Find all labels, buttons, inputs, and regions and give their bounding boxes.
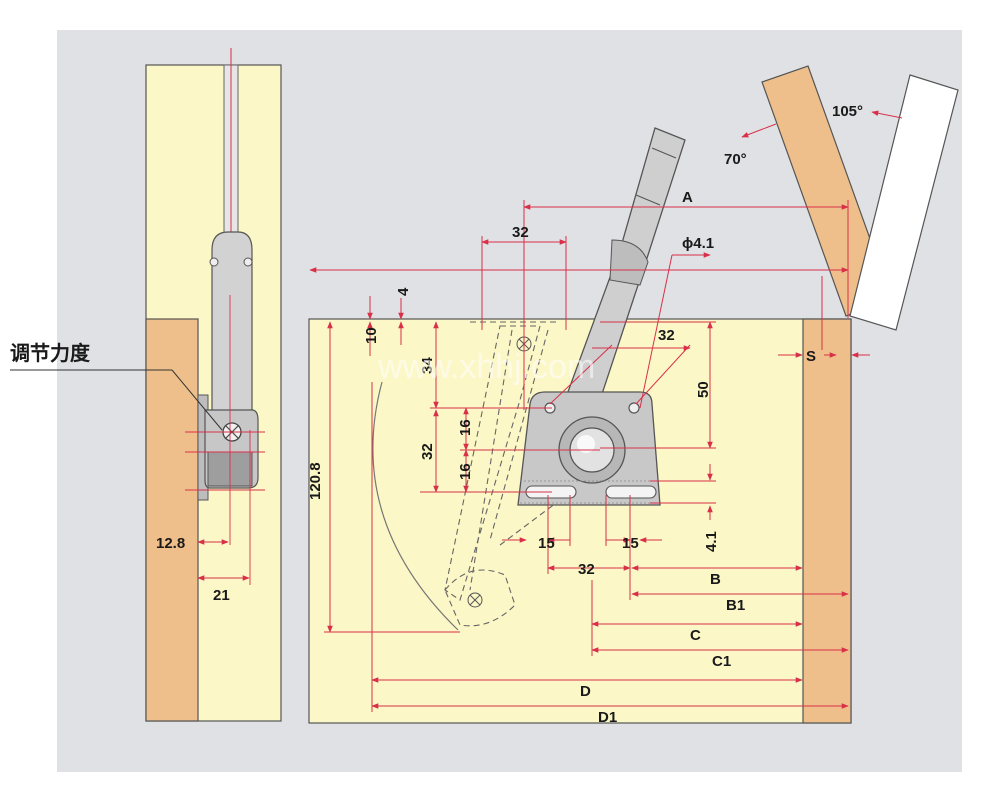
adjust-force-label: 调节力度: [10, 341, 91, 365]
dim-A: A: [682, 189, 693, 206]
adjust-force-callout: 调节力度: [10, 341, 223, 431]
door-open-105: [849, 74, 959, 331]
angle-70: 70°: [724, 151, 747, 168]
dim-15-left: 15: [538, 535, 555, 552]
dim-12-8: 12.8: [156, 535, 185, 552]
closed-arm-ghost: [444, 321, 561, 627]
side-view: 12.8 21: [145, 48, 282, 722]
dim-4: 4: [395, 287, 412, 296]
door-swing-arc: [372, 381, 459, 631]
dim-120-8: 120.8: [307, 462, 324, 500]
dim-10: 10: [363, 327, 380, 344]
dim-B1: B1: [726, 597, 745, 614]
dim-16-lower: 16: [457, 463, 474, 480]
side-arm: [211, 231, 253, 431]
watermark: www.xhhj.com: [377, 348, 595, 386]
front-side-panel: [802, 318, 852, 724]
dim-B: B: [710, 571, 721, 588]
dim-50: 50: [695, 381, 712, 398]
dim-21: 21: [213, 587, 230, 604]
dim-32-diagonal: 32: [658, 327, 675, 344]
dim-phi-4-1: ϕ4.1: [682, 235, 714, 252]
dim-C1: C1: [712, 653, 731, 670]
dim-D1: D1: [598, 709, 617, 726]
dim-32-left: 32: [419, 443, 436, 460]
angle-105: 105°: [832, 103, 863, 120]
side-wood-panel: [145, 318, 199, 722]
dim-4-1: 4.1: [703, 531, 720, 552]
dim-32-top: 32: [512, 224, 529, 241]
dim-D: D: [580, 683, 591, 700]
dim-34: 34: [419, 357, 436, 374]
slot-right: [605, 485, 657, 499]
front-view: A 32 ϕ4.1 32 50 4.1 4 10 34 32 16 16 120…: [307, 65, 959, 726]
dim-S: S: [806, 348, 816, 365]
dim-16-upper: 16: [457, 419, 474, 436]
dim-15-right: 15: [622, 535, 639, 552]
dim-32-bottom: 32: [578, 561, 595, 578]
dim-C: C: [690, 627, 701, 644]
